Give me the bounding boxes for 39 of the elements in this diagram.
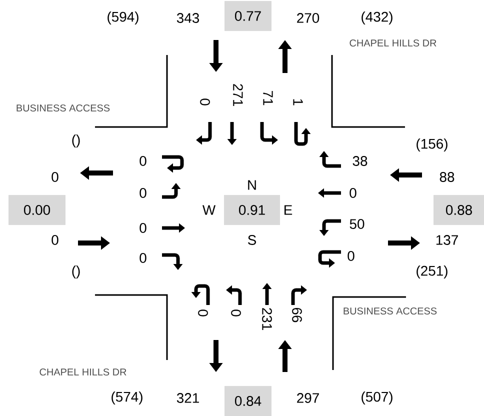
- movement-volume: 231: [262, 308, 272, 330]
- volume-label: (251): [416, 266, 448, 278]
- movement-volume: 0: [198, 310, 208, 316]
- factor-box: 0.84: [224, 386, 272, 416]
- volume-label: (432): [362, 12, 392, 24]
- volume-label: 297: [297, 393, 319, 403]
- movement-volume: 0: [140, 188, 146, 198]
- movement-volume: 0: [350, 188, 356, 198]
- movement-volume: 0: [140, 156, 146, 166]
- factor-box: 0.91: [224, 195, 280, 225]
- movement-volume: 1: [293, 99, 303, 106]
- movement-volume: 38: [352, 156, 368, 166]
- road-name-label: BUSINESS ACCESS: [344, 307, 437, 315]
- movement-volume: 71: [263, 90, 273, 106]
- volume-label: 88: [440, 172, 454, 182]
- volume-label: 321: [176, 393, 199, 403]
- volume-label: (): [72, 134, 80, 148]
- factor-box: 0.77: [224, 1, 272, 31]
- movement-volume: 0: [348, 251, 354, 261]
- movement-volume: 66: [292, 308, 302, 322]
- volume-label: (156): [416, 138, 448, 152]
- volume-label: (507): [362, 392, 392, 404]
- road-name-label: CHAPEL HILLS DR: [350, 39, 436, 47]
- factor-box: 0.88: [434, 195, 484, 225]
- road-name-label: CHAPEL HILLS DR: [40, 368, 126, 376]
- volume-label: 270: [297, 13, 320, 23]
- volume-label: (574): [112, 392, 142, 404]
- movement-volume: 0: [200, 98, 210, 106]
- movement-volume: 0: [140, 253, 146, 263]
- volume-label: (): [72, 266, 80, 278]
- road-name-label: BUSINESS ACCESS: [16, 104, 110, 112]
- volume-label: 0: [52, 172, 58, 182]
- volume-label: 343: [176, 13, 200, 23]
- movement-volume: 0: [231, 310, 241, 316]
- volume-label: (594): [108, 12, 138, 24]
- movement-volume: 271: [233, 84, 243, 106]
- movement-volume: 50: [350, 219, 364, 229]
- movement-volume: 0: [140, 223, 146, 233]
- factor-box: 0.00: [8, 195, 66, 225]
